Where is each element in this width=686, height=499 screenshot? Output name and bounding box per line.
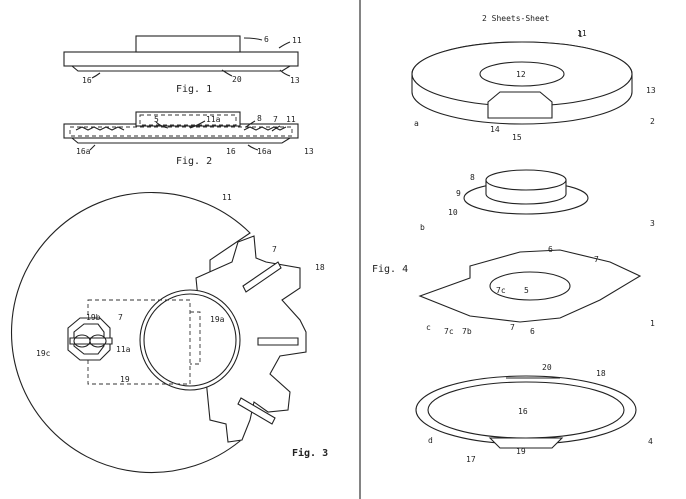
fig3-label-19: 19 [120, 375, 130, 384]
fig4d-label-18: 18 [596, 369, 606, 378]
fig1-caption: Fig. 1 [176, 84, 212, 95]
fig4b-label-10: 10 [448, 208, 458, 217]
fig3-label-7: 7 [272, 245, 277, 254]
fig4d-label-4: 4 [648, 437, 653, 446]
fig4b-drawing [463, 169, 589, 215]
fig4c-label-7-bottom: 7 [510, 323, 515, 332]
fig3-label-19c: 19c [36, 349, 51, 358]
fig4b-label-3: 3 [650, 219, 655, 228]
fig4c-label-7b: 7b [462, 327, 472, 336]
fig3-label-18: 18 [315, 263, 325, 272]
fig4d-label-20: 20 [542, 363, 552, 372]
fig3-label-7b: 7 [118, 313, 123, 322]
fig4c-label-7-top: 7 [594, 255, 599, 264]
fig4c-label-6-top: 6 [548, 245, 553, 254]
fig2-drawing [63, 111, 299, 151]
fig4c-label-7c-upper: 7c [496, 286, 506, 295]
fig4d-drawing [415, 375, 637, 449]
fig1-label-16: 16 [82, 76, 92, 85]
fig4c-label-7c-lower: 7c [444, 327, 454, 336]
fig4a-label-15: 15 [512, 133, 522, 142]
fig3-drawing [11, 191, 307, 474]
fig1-drawing [63, 35, 299, 79]
fig4d-label-17: 17 [466, 455, 476, 464]
fig2-caption: Fig. 2 [176, 156, 212, 167]
fig3-label-11a: 11a [116, 345, 131, 354]
fig4c-drawing [418, 249, 642, 323]
fig2-label-8: 8 [257, 114, 262, 123]
fig2-label-11: 11 [286, 115, 296, 124]
fig3-label-19a: 19a [210, 315, 225, 324]
fig3-caption: Fig. 3 [292, 447, 328, 459]
fig2-label-11a: 11a [206, 115, 221, 124]
fig4a-label-13: 13 [646, 86, 656, 95]
fig4a-label-11: 11 [577, 29, 587, 38]
fig1-label-11: 11 [292, 36, 302, 45]
fig4-caption: Fig. 4 [372, 264, 408, 275]
fig4b-letter: b [420, 223, 425, 232]
fig3-label-19b: 19b [86, 313, 101, 322]
fig4d-letter: d [428, 436, 433, 445]
fig3-label-11: 11 [222, 193, 232, 202]
fig4c-label-5: 5 [524, 286, 529, 295]
sheet-header-number: 1 [578, 30, 583, 39]
fig2-label-16a-right: 16a [257, 147, 272, 156]
fig2-label-13: 13 [304, 147, 314, 156]
fig4b-label-8: 8 [470, 173, 475, 182]
fig2-label-16: 16 [226, 147, 236, 156]
fig2-label-7: 7 [273, 115, 278, 124]
fig4a-label-14: 14 [490, 125, 500, 134]
fig4c-label-1: 1 [650, 319, 655, 328]
fig2-label-5: 5 [154, 115, 159, 124]
fig1-label-6: 6 [264, 35, 269, 44]
fig4a-label-12: 12 [516, 70, 526, 79]
fig1-label-20: 20 [232, 75, 242, 84]
fig2-label-16a-left: 16a [76, 147, 91, 156]
sheet-header: 2 Sheets-Sheet [482, 14, 550, 23]
fig4c-label-6-bottom: 6 [530, 327, 535, 336]
fig1-label-13: 13 [290, 76, 300, 85]
fig4a-letter: a [414, 119, 419, 128]
fig4c-letter: c [426, 323, 431, 332]
fig4d-label-19: 19 [516, 447, 526, 456]
fig4d-label-16: 16 [518, 407, 528, 416]
fig4a-label-2: 2 [650, 117, 655, 126]
fig4b-label-9: 9 [456, 189, 461, 198]
fig4a-drawing [411, 41, 633, 125]
